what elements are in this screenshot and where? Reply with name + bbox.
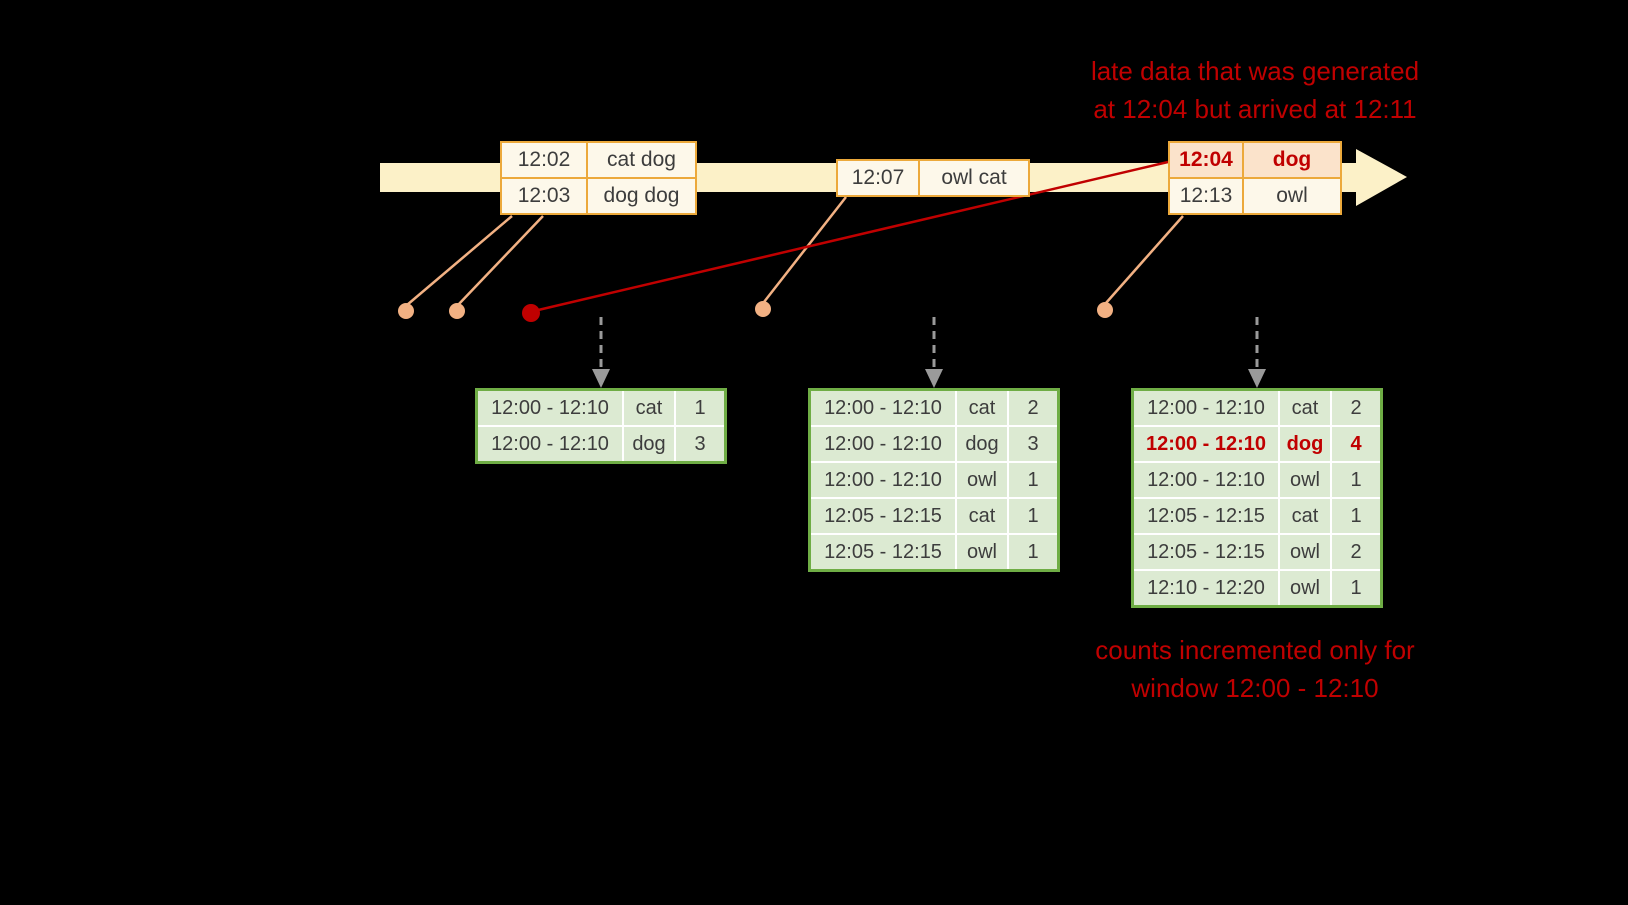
event-words: owl	[1244, 179, 1340, 213]
event-connector-line	[763, 196, 847, 303]
event-connector-lines	[406, 196, 1184, 306]
result-count: 2	[1009, 391, 1057, 425]
event-connector-line	[457, 215, 544, 306]
arrival-dot	[398, 303, 414, 319]
result-window: 12:00 - 12:10	[811, 463, 955, 497]
result-count: 1	[1009, 535, 1057, 569]
event-connector-line	[406, 215, 513, 306]
result-word: owl	[1280, 463, 1330, 497]
result-table-3: 12:00 - 12:10 cat 2 12:00 - 12:10 dog 4 …	[1131, 388, 1383, 608]
result-window: 12:00 - 12:10	[1134, 391, 1278, 425]
result-count-updated: 4	[1332, 427, 1380, 461]
result-count: 3	[1009, 427, 1057, 461]
result-count: 2	[1332, 535, 1380, 569]
result-count: 1	[1332, 571, 1380, 605]
result-window-updated: 12:00 - 12:10	[1134, 427, 1278, 461]
result-count: 1	[1332, 499, 1380, 533]
event-time: 12:02	[502, 143, 586, 177]
result-word: owl	[957, 463, 1007, 497]
result-window: 12:00 - 12:10	[478, 391, 622, 425]
result-count: 3	[676, 427, 724, 461]
late-data-connector-line	[533, 160, 1169, 313]
event-words: owl cat	[920, 161, 1028, 195]
result-window: 12:05 - 12:15	[811, 499, 955, 533]
arrival-dot	[755, 301, 771, 317]
trigger-arrow	[925, 317, 943, 388]
result-table-1: 12:00 - 12:10 cat 1 12:00 - 12:10 dog 3	[475, 388, 727, 464]
trigger-arrow	[592, 317, 610, 388]
result-count: 2	[1332, 391, 1380, 425]
result-count: 1	[1332, 463, 1380, 497]
result-window: 12:10 - 12:20	[1134, 571, 1278, 605]
result-word: dog	[624, 427, 674, 461]
event-words: dog dog	[588, 179, 695, 213]
event-connector-line	[1105, 215, 1184, 304]
event-table-3: 12:04 dog 12:13 owl	[1168, 141, 1342, 215]
event-time: 12:03	[502, 179, 586, 213]
result-window: 12:00 - 12:10	[1134, 463, 1278, 497]
late-event-time: 12:04	[1170, 143, 1242, 177]
arrival-dot	[1097, 302, 1113, 318]
event-words: cat dog	[588, 143, 695, 177]
result-word: owl	[1280, 571, 1330, 605]
result-count: 1	[676, 391, 724, 425]
trigger-arrow	[1248, 317, 1266, 388]
result-window: 12:00 - 12:10	[811, 391, 955, 425]
event-table-2: 12:07 owl cat	[836, 159, 1030, 197]
annotation-line: late data that was generated	[1090, 56, 1420, 86]
result-table-2: 12:00 - 12:10 cat 2 12:00 - 12:10 dog 3 …	[808, 388, 1060, 572]
result-count: 1	[1009, 499, 1057, 533]
late-data-annotation: late data that was generated at 12:04 bu…	[1035, 52, 1475, 128]
annotation-line: counts incremented only for	[1095, 635, 1415, 665]
event-time: 12:07	[838, 161, 918, 195]
result-window: 12:05 - 12:15	[811, 535, 955, 569]
result-word: cat	[957, 391, 1007, 425]
late-data-dot	[522, 304, 540, 322]
result-word: cat	[1280, 391, 1330, 425]
result-word: cat	[957, 499, 1007, 533]
arrival-dot	[449, 303, 465, 319]
result-word: cat	[1280, 499, 1330, 533]
event-time: 12:13	[1170, 179, 1242, 213]
result-window: 12:05 - 12:15	[1134, 535, 1278, 569]
annotation-line: window 12:00 - 12:10	[1131, 673, 1379, 703]
annotation-line: at 12:04 but arrived at 12:11	[1093, 94, 1417, 124]
result-count: 1	[1009, 463, 1057, 497]
counts-incremented-annotation: counts incremented only for window 12:00…	[1035, 631, 1475, 707]
result-word: cat	[624, 391, 674, 425]
event-table-1: 12:02 cat dog 12:03 dog dog	[500, 141, 697, 215]
result-window: 12:00 - 12:10	[811, 427, 955, 461]
result-word: owl	[1280, 535, 1330, 569]
result-word: owl	[957, 535, 1007, 569]
result-window: 12:05 - 12:15	[1134, 499, 1278, 533]
late-event-words: dog	[1244, 143, 1340, 177]
result-word-updated: dog	[1280, 427, 1330, 461]
result-word: dog	[957, 427, 1007, 461]
result-window: 12:00 - 12:10	[478, 427, 622, 461]
